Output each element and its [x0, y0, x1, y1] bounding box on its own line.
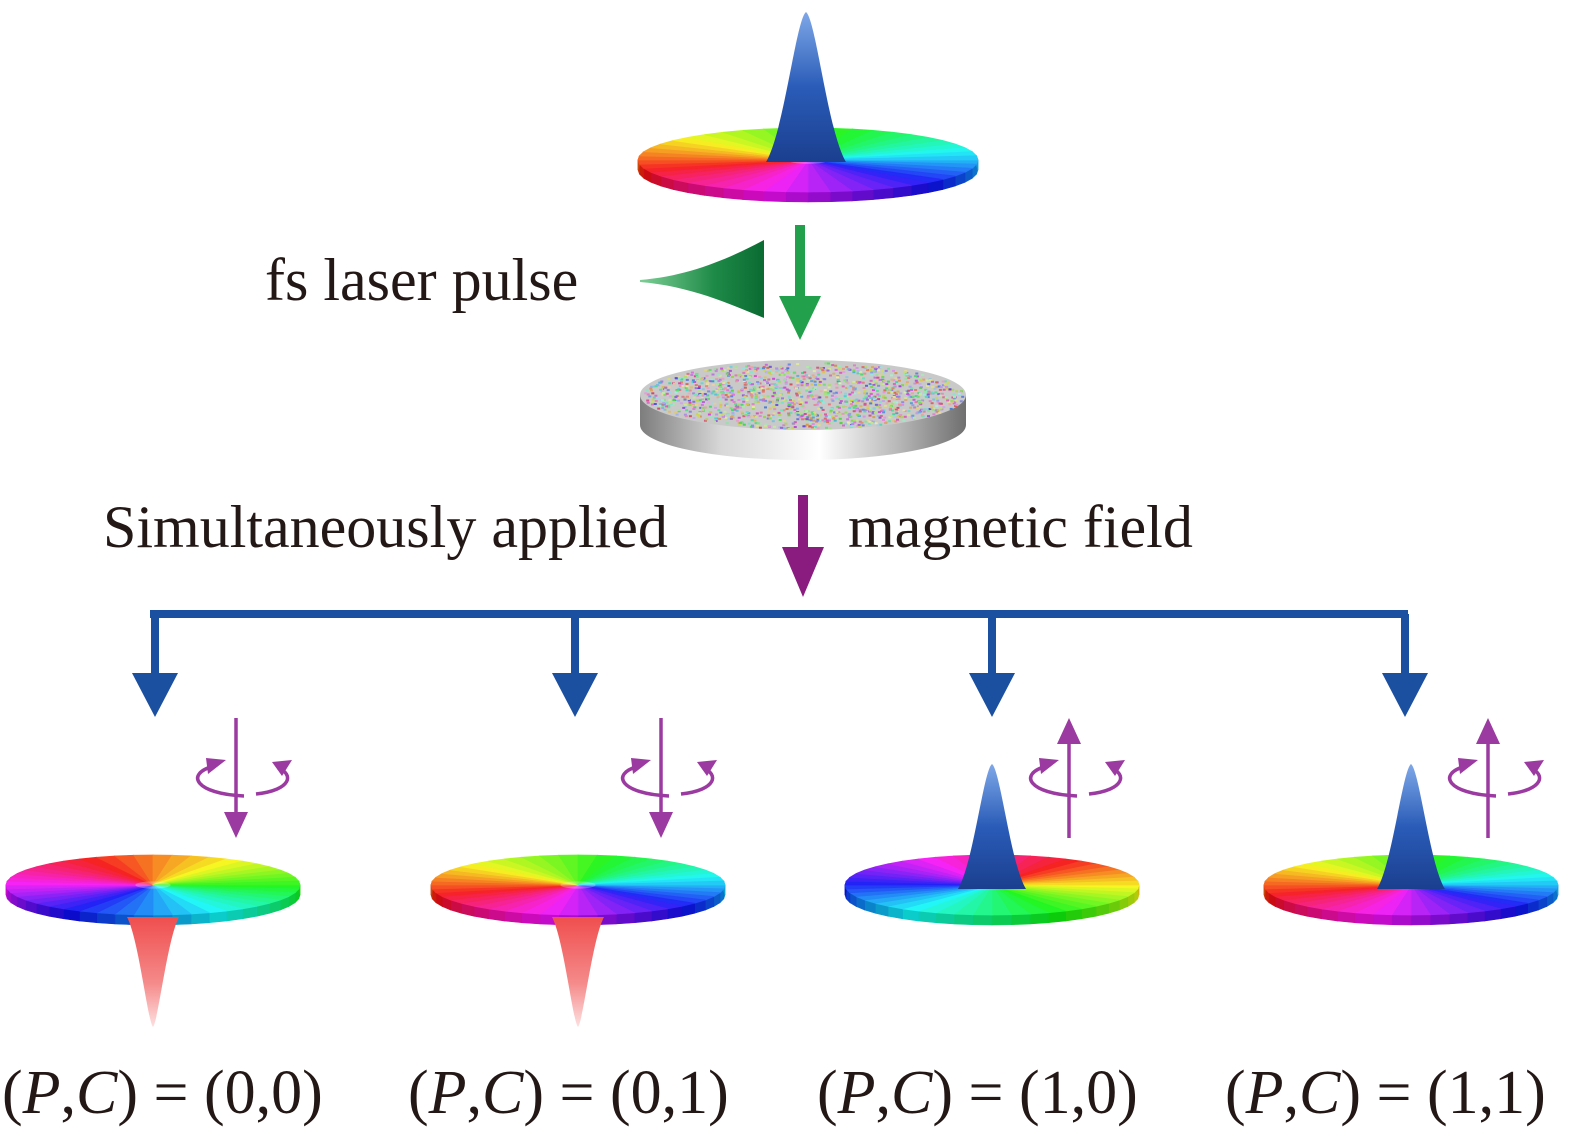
state-core-down-0 — [127, 917, 179, 1027]
field-label-left: Simultaneously applied — [103, 494, 668, 560]
state-circulation-3 — [1447, 758, 1544, 798]
state-label-00: (P,C) = (0,0) — [2, 1059, 323, 1127]
branch-arrow-1 — [132, 614, 178, 717]
state-spin-up-3 — [1476, 718, 1500, 838]
state-spin-down-0 — [224, 718, 248, 838]
state-disk-0 — [5, 854, 301, 926]
state-label-10: (P,C) = (1,0) — [817, 1059, 1138, 1127]
branch-arrow-2 — [552, 614, 598, 717]
laser-arrow — [779, 225, 821, 340]
branch-arrow-4 — [1382, 614, 1428, 717]
branch-arrow-3 — [969, 614, 1015, 717]
state-core-down-1 — [552, 917, 604, 1027]
top-core-peak — [766, 12, 846, 162]
state-label-11: (P,C) = (1,1) — [1225, 1059, 1546, 1127]
state-circulation-2 — [1028, 758, 1125, 798]
state-circulation-1 — [620, 758, 717, 798]
state-circulation-0 — [195, 758, 292, 798]
state-spin-up-2 — [1057, 718, 1081, 838]
field-arrow — [782, 495, 824, 597]
state-spin-down-1 — [649, 718, 673, 838]
state-disk-3 — [1263, 854, 1559, 926]
state-label-01: (P,C) = (0,1) — [408, 1059, 729, 1127]
state-core-up-2 — [958, 764, 1026, 889]
field-label-right: magnetic field — [848, 494, 1193, 560]
laser-label: fs laser pulse — [265, 247, 579, 313]
state-core-up-3 — [1377, 764, 1445, 889]
state-disk-2 — [844, 854, 1140, 926]
state-disk-1 — [430, 854, 726, 926]
laser-pulse-shape — [640, 240, 764, 318]
random-domain-disk — [640, 360, 966, 460]
